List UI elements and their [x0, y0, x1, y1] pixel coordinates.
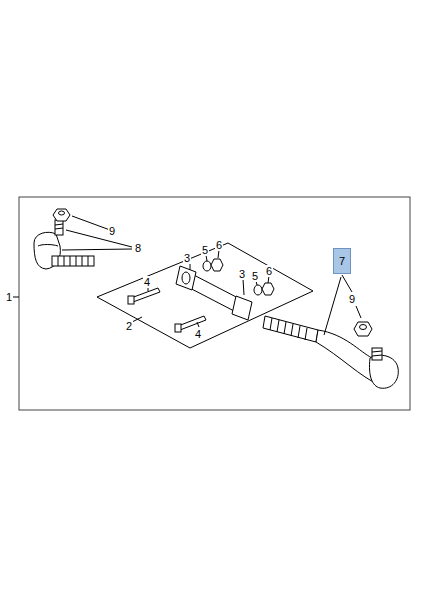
- leader-line: [268, 276, 269, 283]
- leader-line: [218, 250, 219, 258]
- callout-number: 1: [5, 291, 13, 303]
- tie-rod-end-left: [34, 220, 94, 269]
- leader-line: [62, 249, 132, 250]
- callout-number: 3: [183, 252, 191, 264]
- callout-number: 5: [251, 270, 259, 282]
- washer-nut: [203, 259, 274, 295]
- nut-right: [354, 322, 372, 336]
- leader-line: [66, 230, 132, 247]
- callout-number: 6: [215, 239, 223, 251]
- callout-number: 8: [134, 242, 142, 254]
- assembly-frame: [19, 197, 410, 410]
- callout-number: 9: [348, 293, 356, 305]
- clamp-tube: [176, 266, 252, 320]
- leader-line: [13, 297, 19, 298]
- leader-line: [356, 306, 361, 318]
- callout-number: 9: [108, 225, 116, 237]
- tie-rod-end-right: [263, 316, 398, 388]
- bolt: [128, 288, 206, 332]
- leader-line: [342, 275, 352, 292]
- callout-number: 4: [194, 328, 202, 340]
- nut-left: [53, 209, 70, 221]
- callout-number: 6: [265, 265, 273, 277]
- leader-line: [243, 279, 244, 295]
- leader-line: [72, 216, 110, 230]
- callout-number: 5: [201, 244, 209, 256]
- callout-highlight: 7: [333, 248, 351, 274]
- leader-line: [324, 277, 341, 335]
- leader-line: [132, 317, 142, 322]
- callout-number: 3: [238, 268, 246, 280]
- leader-line: [197, 322, 199, 327]
- callout-number: 4: [143, 276, 151, 288]
- leader-line: [190, 264, 191, 270]
- callout-number: 7: [339, 255, 345, 267]
- callout-number: 2: [125, 320, 133, 332]
